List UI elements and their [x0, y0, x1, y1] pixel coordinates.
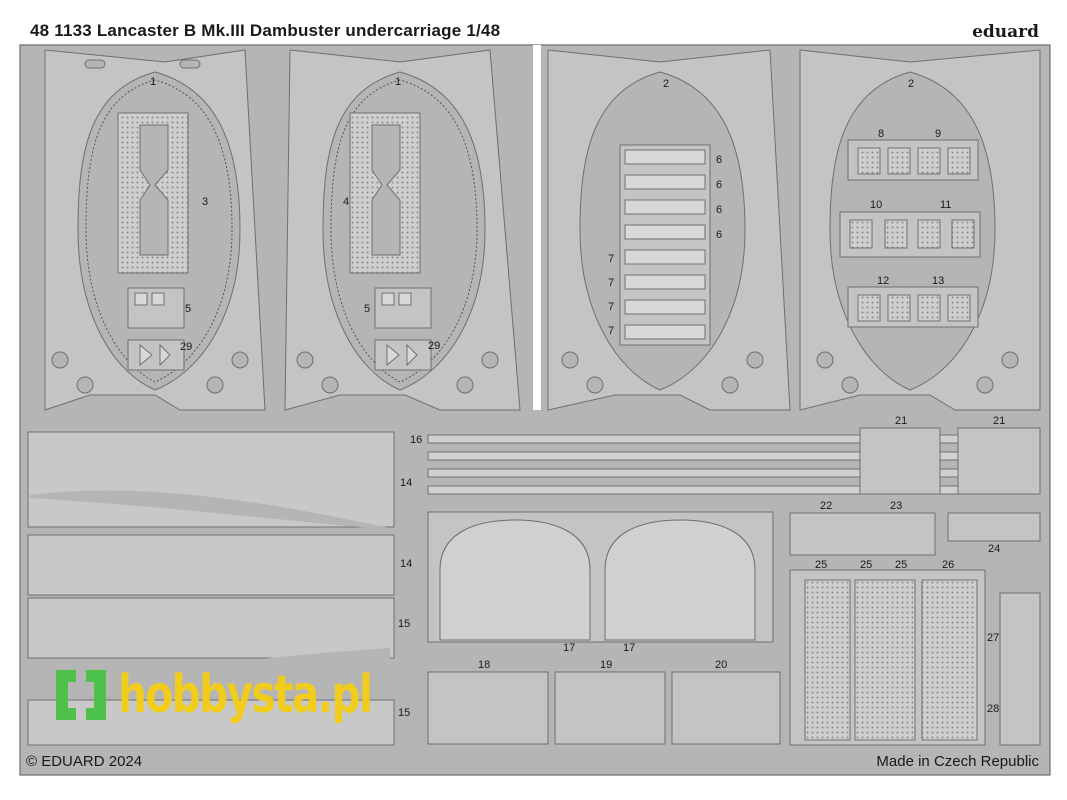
part-label: 5 — [364, 303, 370, 315]
watermark: hobbysta.pl — [50, 660, 443, 730]
part-labels: 1 1 2 2 3 4 5 5 29 29 6 6 6 6 7 7 7 7 8 … — [150, 76, 1005, 719]
part-21-brackets — [859, 427, 1041, 495]
parts-10-11-strip — [839, 211, 981, 258]
part-label: 6 — [716, 204, 722, 216]
parts-18-20-strips — [427, 671, 781, 745]
part-label: 17 — [623, 642, 635, 654]
part-15-panels — [27, 597, 395, 746]
part-label: 18 — [478, 659, 490, 671]
part-label: 16 — [410, 434, 422, 446]
part-label: 3 — [202, 196, 208, 208]
part-label: 14 — [400, 558, 412, 570]
part-label: 14 — [400, 477, 412, 489]
part-label: 12 — [877, 275, 889, 287]
bracket-logo-icon — [56, 670, 106, 720]
part-label: 25 — [860, 559, 872, 571]
part-label: 5 — [185, 303, 191, 315]
parts-6-7-strips — [619, 144, 711, 346]
part-label: 19 — [600, 659, 612, 671]
part-label: 28 — [987, 703, 999, 715]
part-17-bulkheads — [427, 511, 774, 643]
part-label: 26 — [942, 559, 954, 571]
parts-22-23-strip — [789, 512, 936, 556]
part-label: 21 — [895, 415, 907, 427]
part-label: 20 — [715, 659, 727, 671]
parts-27-28-strip — [999, 592, 1041, 746]
copyright-text: © EDUARD 2024 — [26, 753, 143, 770]
part-label: 23 — [890, 500, 902, 512]
part-label: 29 — [180, 341, 192, 353]
part-label: 25 — [895, 559, 907, 571]
part-4-plate — [349, 112, 421, 274]
part-label: 25 — [815, 559, 827, 571]
part-label: 7 — [608, 301, 614, 313]
part-label: 22 — [820, 500, 832, 512]
part-label: 9 — [935, 128, 941, 140]
part-24-strip — [947, 512, 1041, 542]
part-label: 10 — [870, 199, 882, 211]
made-in-text: Made in Czech Republic — [876, 753, 1039, 770]
fret-title: 48 1133 Lancaster B Mk.III Dambuster und… — [30, 21, 501, 40]
part-label: 27 — [987, 632, 999, 644]
part-label: 7 — [608, 253, 614, 265]
part-label: 7 — [608, 325, 614, 337]
part-29-left — [127, 339, 185, 371]
part-label: 29 — [428, 340, 440, 352]
part-29-right — [374, 339, 432, 371]
brand-logo: eduard — [972, 22, 1039, 42]
part-label: 8 — [878, 128, 884, 140]
part-label: 6 — [716, 154, 722, 166]
part-label: 1 — [150, 76, 156, 88]
part-label: 6 — [716, 229, 722, 241]
part-label: 2 — [908, 78, 914, 90]
part-label: 21 — [993, 415, 1005, 427]
part-label: 15 — [398, 707, 410, 719]
part-14-panels — [27, 431, 395, 596]
part-label: 15 — [398, 618, 410, 630]
part-label: 24 — [988, 543, 1000, 555]
fret-center-gap — [533, 45, 541, 410]
parts-8-9-strip — [847, 139, 979, 181]
part-label: 6 — [716, 179, 722, 191]
part-label: 4 — [343, 196, 349, 208]
part-label: 7 — [608, 277, 614, 289]
part-label: 13 — [932, 275, 944, 287]
part-5-left — [127, 287, 185, 329]
part-3-plate — [117, 112, 189, 274]
part-label: 1 — [395, 76, 401, 88]
parts-25-26-plates — [789, 569, 986, 746]
part-label: 17 — [563, 642, 575, 654]
part-label: 2 — [663, 78, 669, 90]
part-5-right — [374, 287, 432, 329]
parts-12-13-strip — [847, 286, 979, 328]
watermark-text: hobbysta.pl — [118, 665, 373, 725]
part-label: 11 — [940, 199, 951, 211]
